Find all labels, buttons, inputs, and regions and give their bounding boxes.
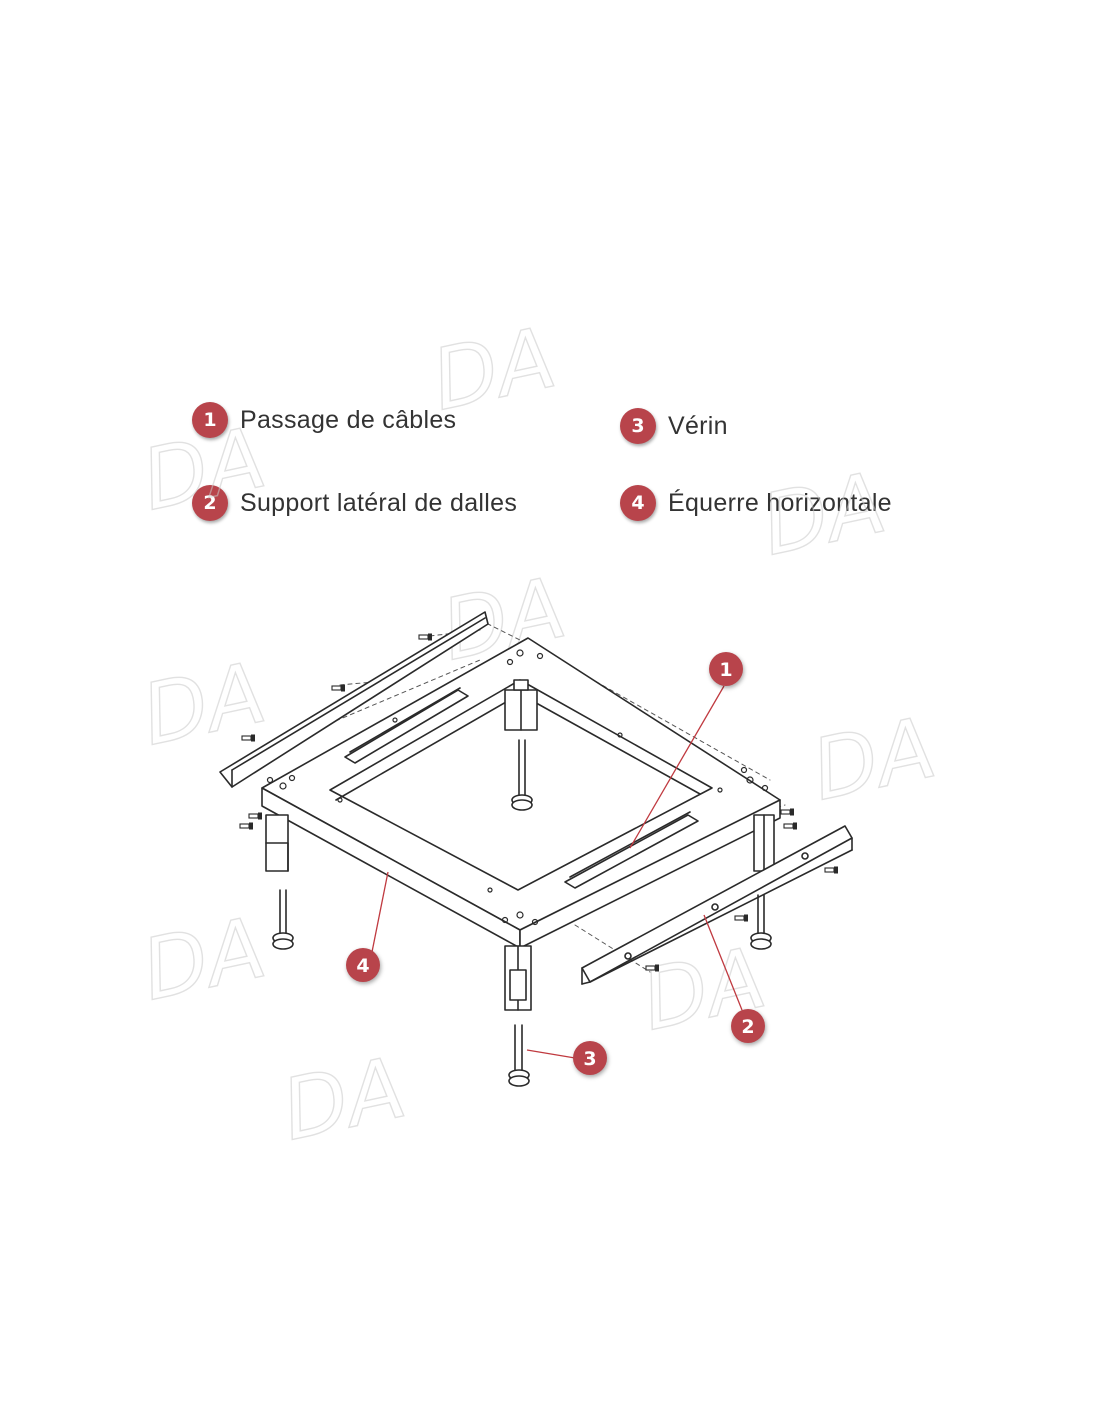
- legend-item-1: 1 Passage de câbles: [192, 402, 456, 438]
- pedestal-left: [265, 814, 294, 950]
- frame-fixing-holes: [266, 649, 769, 926]
- callout-badge-4: 4: [346, 948, 380, 982]
- svg-text:DA: DA: [134, 643, 274, 764]
- svg-text:DA: DA: [274, 1038, 414, 1159]
- svg-text:DA: DA: [754, 453, 894, 574]
- cable-passage-slots: [344, 687, 699, 889]
- pedestal-frame: [261, 637, 781, 949]
- callout-number-3: 3: [583, 1048, 596, 1070]
- svg-text:DA: DA: [134, 898, 274, 1019]
- callout-number-2: 2: [741, 1016, 754, 1038]
- pedestal-back: [504, 679, 538, 811]
- legend-badge-4: 4: [620, 485, 656, 521]
- legend-badge-1: 1: [192, 402, 228, 438]
- legend-label-4: Équerre horizontale: [668, 488, 892, 517]
- callout-number-1: 1: [719, 659, 732, 681]
- horizontal-bracket-far: [219, 611, 489, 788]
- legend-label-2: Support latéral de dalles: [240, 488, 518, 517]
- callout-badge-1: 1: [709, 652, 743, 686]
- legend-item-2: 2 Support latéral de dalles: [192, 485, 517, 521]
- lateral-slab-support: [581, 825, 853, 985]
- legend-label-1: Passage de câbles: [240, 405, 457, 434]
- legend-item-3: 3 Vérin: [620, 408, 728, 444]
- svg-text:DA: DA: [424, 308, 564, 429]
- legend-badge-2: 2: [192, 485, 228, 521]
- callout-badge-3: 3: [573, 1041, 607, 1075]
- svg-text:DA: DA: [804, 698, 944, 819]
- callout-number-4: 4: [356, 955, 369, 977]
- pedestal-front: [504, 945, 532, 1087]
- callout-leader-lines: [371, 685, 743, 1059]
- pedestal-right: [750, 814, 775, 950]
- legend-badge-3: 3: [620, 408, 656, 444]
- legend-item-4: 4 Équerre horizontale: [620, 485, 892, 521]
- svg-text:DA: DA: [134, 408, 274, 529]
- legend-label-3: Vérin: [668, 411, 728, 440]
- callout-badge-2: 2: [731, 1009, 765, 1043]
